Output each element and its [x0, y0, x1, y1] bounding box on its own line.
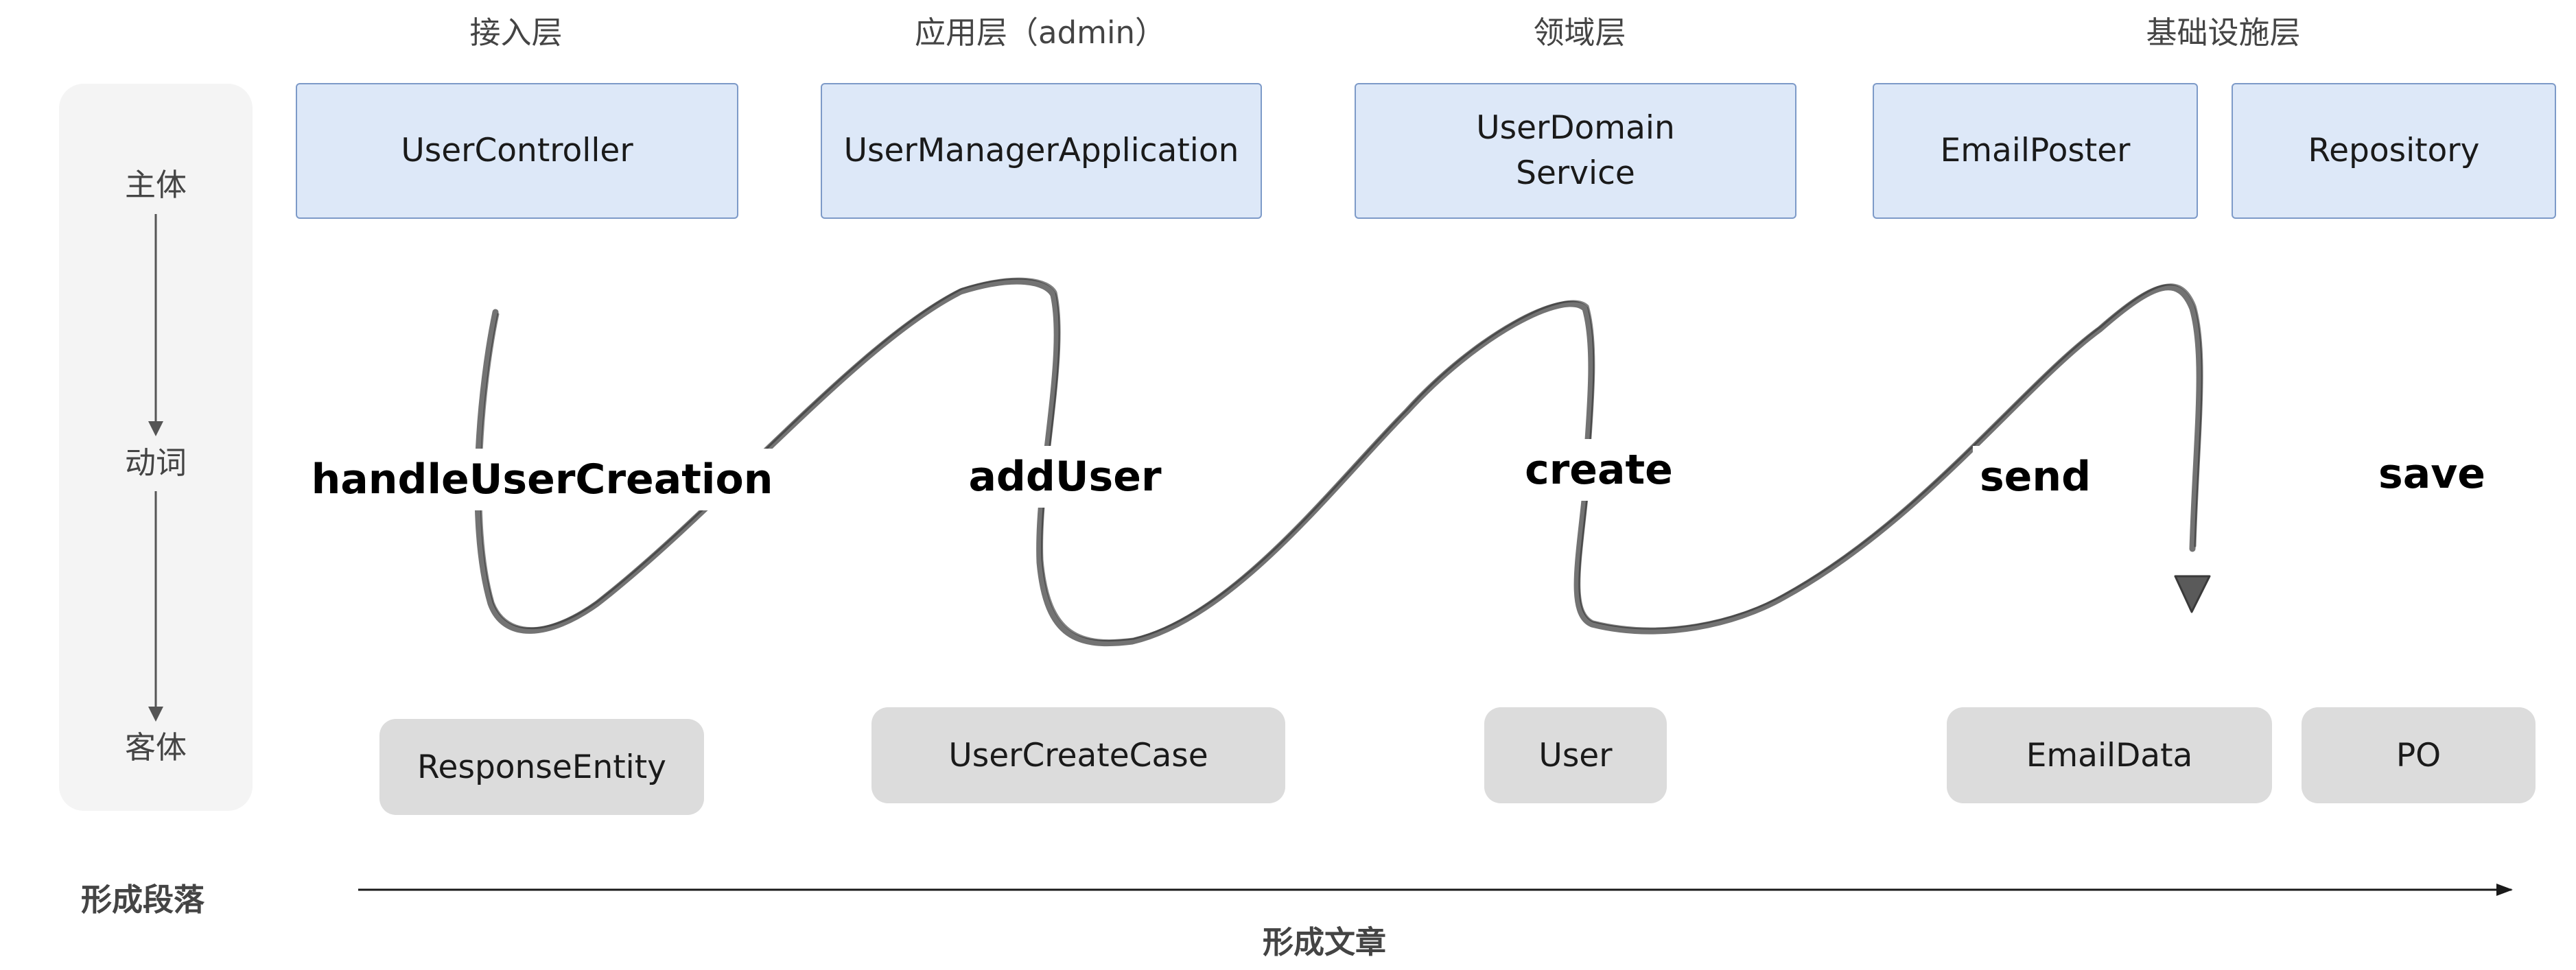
layer-title-access: 接入层 [469, 14, 563, 51]
subject-box-user-domain-service: UserDomain Service [1355, 83, 1796, 219]
side-label-object: 客体 [124, 729, 187, 766]
verb-handle-user-creation: handleUserCreation [304, 449, 780, 510]
verb-send: send [1972, 446, 2098, 508]
object-box-email-data: EmailData [1947, 707, 2272, 803]
object-box-response-entity: ResponseEntity [379, 719, 704, 815]
object-box-po: PO [2302, 707, 2536, 803]
layer-title-infrastructure: 基础设施层 [2146, 14, 2301, 51]
side-arrow-verb-to-object [148, 491, 163, 722]
side-label-verb: 动词 [124, 445, 187, 481]
verb-add-user: addUser [961, 446, 1169, 508]
footer-label-paragraph: 形成段落 [81, 882, 205, 918]
object-box-user: User [1484, 707, 1667, 803]
layer-title-application: 应用层（admin） [915, 14, 1166, 51]
object-box-user-create-case: UserCreateCase [871, 707, 1285, 803]
side-label-subject: 主体 [124, 167, 187, 203]
side-arrow-subject-to-verb [148, 214, 163, 436]
verb-save: save [2371, 443, 2493, 505]
subject-box-user-controller: UserController [296, 83, 738, 219]
subject-box-user-manager-application: UserManagerApplication [821, 83, 1262, 219]
layer-title-domain: 领域层 [1533, 14, 1626, 51]
subject-box-email-poster: EmailPoster [1873, 83, 2198, 219]
footer-label-article: 形成文章 [1263, 924, 1387, 960]
subject-box-repository: Repository [2232, 83, 2556, 219]
verb-create: create [1518, 439, 1680, 501]
